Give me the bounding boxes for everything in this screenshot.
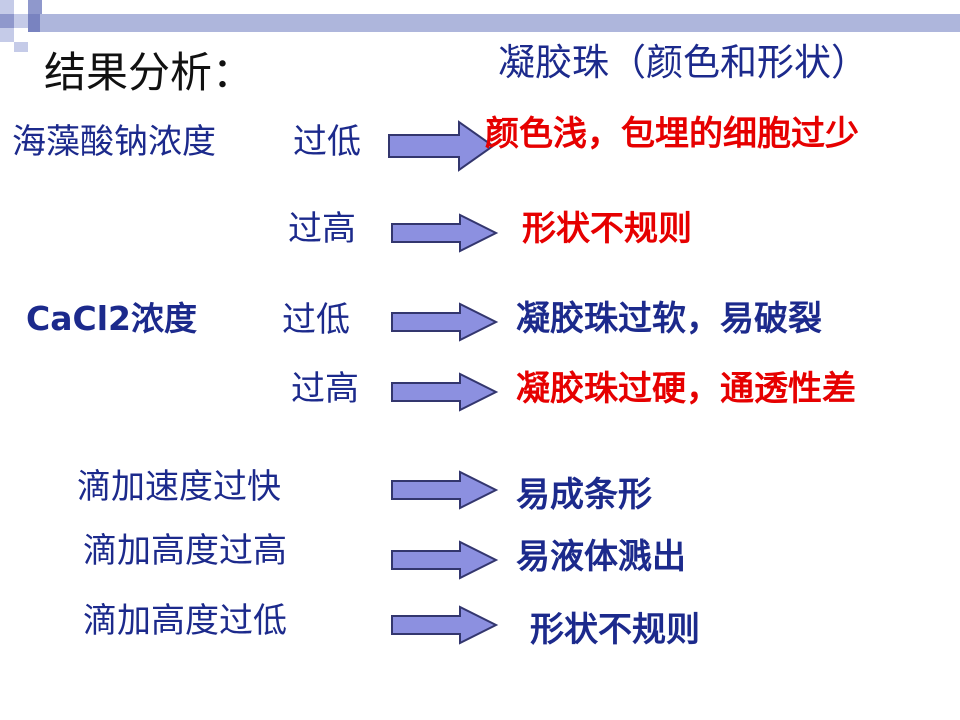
alginate-factor-label: 海藻酸钠浓度 — [12, 122, 216, 162]
header-bar — [40, 14, 960, 32]
cacl2-low-result: 凝胶珠过软，易破裂 — [516, 299, 822, 339]
drip-low-result: 形状不规则 — [530, 610, 700, 650]
slide-subtitle: 凝胶珠（颜色和形状） — [498, 41, 868, 84]
alginate-low-result: 颜色浅，包埋的细胞过少 — [485, 114, 859, 154]
cacl2-high-result: 凝胶珠过硬，通透性差 — [516, 369, 856, 409]
drip-speed-result: 易成条形 — [516, 475, 652, 515]
arrow-icon — [391, 540, 499, 580]
cacl2-high-label: 过高 — [291, 369, 359, 409]
alginate-low-label: 过低 — [293, 122, 361, 162]
drip-speed-label: 滴加速度过快 — [77, 467, 281, 507]
slide-title: 结果分析： — [44, 48, 255, 97]
arrow-icon — [391, 302, 499, 342]
cacl2-factor-label: CaCl2浓度 — [26, 299, 197, 338]
drip-low-label: 滴加高度过低 — [83, 601, 287, 641]
arrow-icon — [391, 470, 499, 510]
drip-high-result: 易液体溅出 — [516, 537, 686, 577]
corner-decoration — [0, 0, 80, 60]
arrow-icon — [391, 605, 499, 645]
cacl2-low-label: 过低 — [282, 300, 350, 340]
arrow-icon — [391, 372, 499, 412]
arrow-icon — [388, 120, 495, 172]
alginate-high-result: 形状不规则 — [522, 209, 692, 249]
arrow-icon — [391, 213, 499, 253]
alginate-high-label: 过高 — [288, 209, 356, 249]
drip-high-label: 滴加高度过高 — [83, 531, 287, 571]
